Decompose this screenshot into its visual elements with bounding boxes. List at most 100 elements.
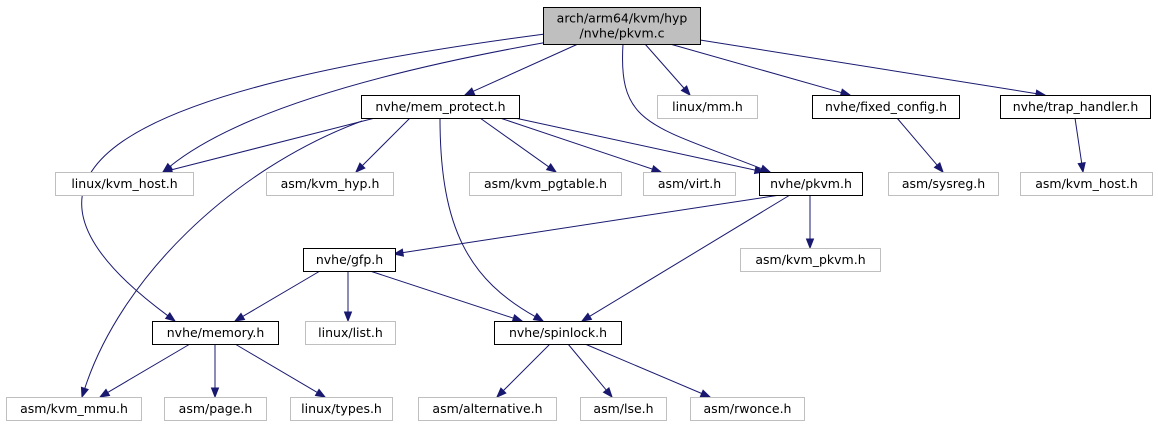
node-label: asm/kvm_host.h: [1035, 176, 1138, 191]
edge-line: [514, 117, 756, 171]
edge-line: [234, 343, 318, 393]
edge-nvhe_pkvm_h-to-asm_kvm_pkvm: [805, 195, 815, 250]
node-box: [303, 248, 396, 272]
node-label: nvhe/pkvm.h: [770, 176, 852, 191]
node-linux-types: linux/types.h: [290, 397, 393, 421]
edge-line: [622, 43, 762, 170]
edge-memory-to-asm_page: [210, 344, 220, 399]
edge-line: [584, 343, 702, 394]
node-linux-list: linux/list.h: [305, 321, 396, 345]
edges-layer: [80, 33, 1086, 399]
node-box: [740, 248, 881, 272]
arrowhead: [233, 312, 246, 322]
node-box: [690, 397, 805, 421]
node-fixed-config[interactable]: nvhe/fixed_config.h: [812, 95, 960, 119]
edge-line: [499, 117, 653, 170]
node-mem-protect[interactable]: nvhe/mem_protect.h: [361, 95, 520, 119]
node-box: [6, 397, 142, 421]
edge-pkvm_c-to-nvhe_pkvm_h: [622, 43, 772, 173]
node-asm-rwonce: asm/rwonce.h: [690, 397, 805, 421]
arrowhead: [650, 164, 663, 173]
node-box: [643, 172, 736, 196]
arrowhead: [343, 311, 353, 323]
edge-line: [896, 117, 938, 166]
node-box: [1020, 172, 1153, 196]
node-box: [494, 321, 622, 345]
node-spinlock[interactable]: nvhe/spinlock.h: [494, 321, 622, 345]
node-label: asm/kvm_mmu.h: [20, 401, 128, 416]
node-asm-lse: asm/lse.h: [580, 397, 667, 421]
arrowhead: [532, 312, 545, 322]
arrowhead: [511, 314, 524, 323]
edge-pkvm_c-to-linux_mm: [644, 43, 691, 97]
nodes-layer: arch/arm64/kvm/hyp/nvhe/pkvm.c nvhe/mem_p…: [6, 7, 1153, 421]
node-box: [812, 95, 960, 119]
edge-gfp-to-spinlock: [369, 270, 524, 323]
arrowhead: [933, 162, 944, 174]
node-label: linux/kvm_host.h: [71, 176, 177, 191]
node-asm-kvm-mmu: asm/kvm_mmu.h: [6, 397, 142, 421]
node-asm-page: asm/page.h: [164, 397, 267, 421]
node-label: asm/kvm_hyp.h: [281, 176, 380, 191]
arrowhead: [463, 87, 476, 96]
node-box: [657, 95, 758, 119]
edge-line: [81, 33, 546, 317]
node-label: /nvhe/pkvm.c: [580, 26, 665, 41]
node-asm-virt: asm/virt.h: [643, 172, 736, 196]
node-box: [266, 172, 394, 196]
edge-line: [107, 343, 191, 393]
arrowhead: [314, 388, 327, 398]
arrowhead: [545, 163, 558, 173]
node-label: asm/virt.h: [658, 176, 721, 191]
node-label: nvhe/mem_protect.h: [375, 99, 505, 114]
edge-nvhe_pkvm_h-to-spinlock: [580, 194, 791, 322]
node-box: [759, 172, 863, 196]
node-box: [164, 397, 267, 421]
node-asm-kvm-hyp: asm/kvm_hyp.h: [266, 172, 394, 196]
node-box: [1000, 95, 1151, 119]
arrowhead: [392, 248, 405, 257]
node-box: [290, 397, 393, 421]
edge-pkvm_c-to-trap_handler: [699, 39, 1047, 98]
node-label: nvhe/spinlock.h: [509, 325, 607, 340]
edge-line: [699, 39, 1037, 95]
edge-mem_protect-to-asm_kvm_hyp: [355, 117, 411, 173]
node-pkvm-c[interactable]: arch/arm64/kvm/hyp/nvhe/pkvm.c: [543, 7, 701, 45]
edge-line: [439, 117, 536, 318]
node-box: [580, 397, 667, 421]
node-label: linux/mm.h: [672, 99, 743, 114]
edge-gfp-to-linux_list: [343, 271, 353, 323]
node-label: nvhe/gfp.h: [316, 252, 383, 267]
node-box: [305, 321, 396, 345]
node-memory[interactable]: nvhe/memory.h: [152, 321, 279, 345]
node-box: [543, 7, 701, 45]
edge-spinlock-to-asm_rwonce: [584, 343, 712, 398]
edge-line: [242, 270, 321, 317]
edge-mem_protect-to-spinlock: [439, 117, 545, 322]
edge-pkvm_c-to-memory: [81, 33, 546, 322]
edge-pkvm_c-to-mem_protect: [463, 43, 579, 96]
node-box: [55, 172, 194, 196]
arrowhead: [98, 388, 111, 398]
edge-line: [669, 43, 842, 94]
edge-line: [589, 194, 791, 317]
arrowhead: [1077, 161, 1086, 174]
edge-line: [644, 43, 685, 89]
arrowhead: [839, 88, 852, 97]
node-gfp[interactable]: nvhe/gfp.h: [303, 248, 396, 272]
edge-line: [472, 43, 579, 92]
edge-pkvm_c-to-fixed_config: [669, 43, 852, 97]
node-label: asm/kvm_pkvm.h: [755, 252, 865, 267]
arrowhead: [699, 389, 712, 398]
edge-line: [567, 343, 607, 391]
node-trap-handler[interactable]: nvhe/trap_handler.h: [1000, 95, 1151, 119]
node-box: [469, 172, 622, 196]
edge-line: [369, 270, 514, 319]
edge-line: [362, 117, 411, 166]
node-label: nvhe/fixed_config.h: [825, 99, 947, 114]
node-label: asm/sysreg.h: [902, 176, 985, 191]
node-nvhe-pkvm-h[interactable]: nvhe/pkvm.h: [759, 172, 863, 196]
edge-line: [169, 41, 549, 167]
edge-line: [479, 117, 549, 168]
